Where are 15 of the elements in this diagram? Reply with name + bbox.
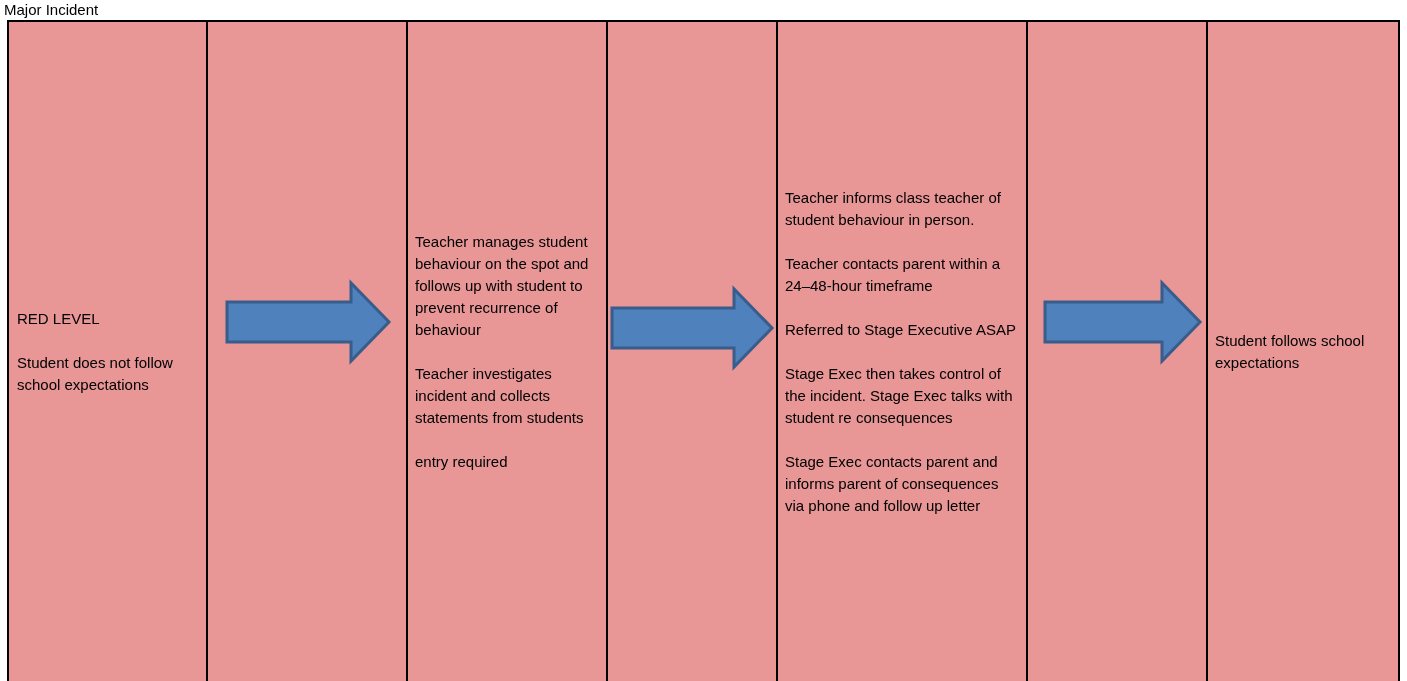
cell-text: Student does not follow school expectations (17, 352, 174, 395)
cell-text: Teacher manages student behaviour on the spot and follows up with student to prevent recurrence of behaviour (415, 231, 590, 340)
cell-text: Teacher investigates incident and collects statements from students (415, 363, 585, 428)
cell-text: entry required (415, 451, 509, 472)
block-arrow (610, 285, 775, 371)
block-arrow (225, 279, 392, 365)
title: Major Incident (4, 1, 99, 18)
cell-text: Referred to Stage Executive ASAP (785, 319, 1017, 340)
cell-text: Teacher informs class teacher of student behaviour in person. (785, 187, 1002, 230)
cell-text: RED LEVEL (17, 308, 101, 329)
cell-text: Stage Exec then takes control of the incident. Stage Exec talks with student re consequences (785, 363, 1014, 428)
cell-text: Teacher contacts parent within a 24–48-hour timeframe (785, 253, 1002, 296)
cell-text: Student follows school expectations (1215, 330, 1366, 373)
cell-text: Stage Exec contacts parent and informs parent of consequences via phone and follow up letter (785, 451, 1000, 516)
block-arrow (1043, 279, 1203, 365)
